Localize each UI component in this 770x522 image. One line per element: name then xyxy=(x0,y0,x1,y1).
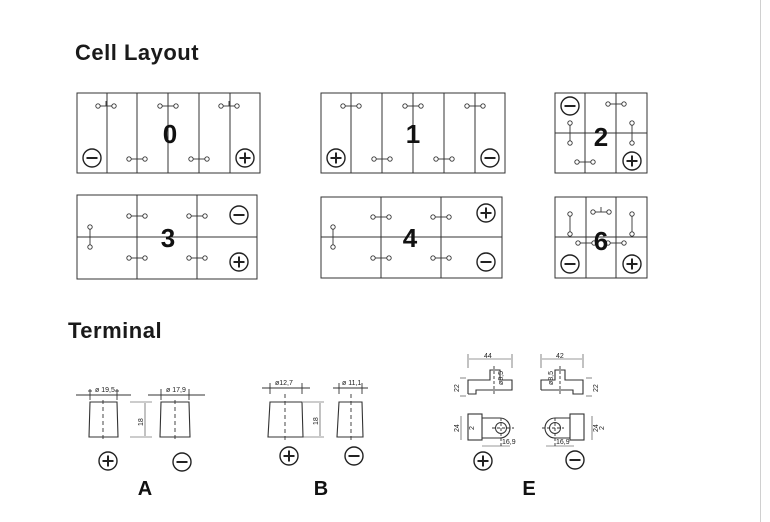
terminal-b-negative-icon xyxy=(344,446,364,466)
terminal-b-positive-icon xyxy=(279,446,299,466)
layout-4-label: 4 xyxy=(403,223,418,253)
layout-3-positive-icon xyxy=(229,252,249,272)
terminal-e-negative-icon xyxy=(565,450,585,470)
layout-6-negative-icon xyxy=(560,254,580,274)
cell-layout-3 xyxy=(76,194,258,280)
terminal-e-letter: E xyxy=(522,478,535,500)
terminal-e-hole-left: ø8,5 xyxy=(498,371,505,385)
terminal-e-hole-right: ø8,5 xyxy=(548,371,555,385)
layout-0-positive-icon xyxy=(235,148,255,168)
terminal-e-width-left: 44 xyxy=(484,353,492,360)
layout-3-negative-icon xyxy=(229,205,249,225)
terminal-b-height: 18 xyxy=(313,417,320,425)
terminal-b-neg-diameter: ø 11,1 xyxy=(342,380,361,387)
layout-6-positive-icon xyxy=(622,254,642,274)
layout-1-label: 1 xyxy=(406,119,420,149)
layout-6-label: 6 xyxy=(594,226,608,256)
terminal-b-drawing xyxy=(262,383,368,440)
terminal-a-pos-diameter: ø 19,5 xyxy=(95,387,115,394)
layout-2-label: 2 xyxy=(594,122,608,152)
cell-layout-6 xyxy=(554,196,648,279)
layout-1-negative-icon xyxy=(480,148,500,168)
terminal-e-drawing xyxy=(460,354,593,447)
terminal-e-height-right: 22 xyxy=(593,384,600,392)
layout-3-label: 3 xyxy=(161,223,175,253)
layout-4-positive-icon xyxy=(476,203,496,223)
terminal-e-small-left: 2 xyxy=(469,426,476,430)
layout-2-negative-icon xyxy=(560,96,580,116)
layout-0-label: 0 xyxy=(163,119,177,149)
terminal-e-base-left: 24 xyxy=(454,424,461,432)
terminal-a-negative-icon xyxy=(172,452,192,472)
terminal-e-base-right: 24 xyxy=(593,424,600,432)
terminal-e-positive-icon xyxy=(473,451,493,471)
terminal-a-drawing xyxy=(76,389,205,440)
terminal-a-neg-diameter: ø 17,9 xyxy=(166,387,186,394)
layout-0-negative-icon xyxy=(82,148,102,168)
layout-1-positive-icon xyxy=(326,148,346,168)
terminal-title: Terminal xyxy=(68,318,163,343)
terminal-a-letter: A xyxy=(138,478,152,500)
page-right-border xyxy=(760,0,761,522)
terminal-b-pos-diameter: ø12,7 xyxy=(275,380,293,387)
terminal-a-height: 18 xyxy=(138,418,145,426)
terminal-e-offset-right: 16,9 xyxy=(556,439,570,446)
terminal-e-offset-left: 16,9 xyxy=(502,439,516,446)
terminal-e-width-right: 42 xyxy=(556,353,564,360)
terminal-e-height-left: 22 xyxy=(454,384,461,392)
terminal-a-positive-icon xyxy=(98,451,118,471)
cell-layout-title: Cell Layout xyxy=(75,40,200,65)
layout-2-positive-icon xyxy=(622,151,642,171)
terminal-e-small-right: 2 xyxy=(599,426,606,430)
terminal-b-letter: B xyxy=(314,478,328,500)
layout-4-negative-icon xyxy=(476,252,496,272)
cell-layout-4 xyxy=(320,196,503,279)
